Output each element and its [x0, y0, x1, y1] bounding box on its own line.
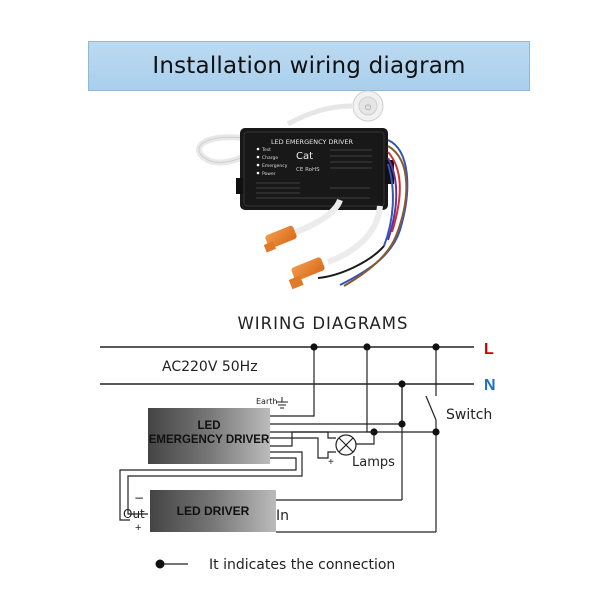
svg-text:Test: Test: [261, 147, 271, 153]
switch-label: Switch: [446, 407, 492, 423]
led-driver-box: [150, 490, 276, 532]
orange-connector-icon: [263, 225, 297, 253]
emergency-driver-label-1: LED: [198, 420, 221, 432]
connection-dot: [432, 428, 440, 436]
connection-dots: [310, 343, 440, 436]
emergency-driver-box: [148, 408, 270, 464]
lamp-plus: +: [328, 457, 334, 468]
connection-dot: [310, 343, 318, 351]
title-banner: Installation wiring diagram: [88, 41, 530, 91]
label-l: L: [484, 341, 494, 358]
product-marks: CE RoHS: [296, 167, 320, 173]
label-n: N: [484, 377, 496, 394]
sensor-button-icon: ⏻: [352, 90, 384, 122]
earth-icon: [276, 397, 288, 409]
banner-title: Installation wiring diagram: [152, 53, 466, 79]
orange-connector-icon: [288, 257, 325, 290]
product-brand: Cat: [296, 151, 313, 162]
legend-dot-icon: [155, 559, 165, 569]
legend-text: It indicates the connection: [209, 557, 395, 573]
connection-dot: [398, 420, 406, 428]
in-label: In: [276, 508, 289, 524]
lamps-label: Lamps: [352, 455, 395, 470]
lamp-icon: [335, 434, 357, 456]
connection-dot: [398, 380, 406, 388]
svg-text:Emergency: Emergency: [262, 163, 288, 169]
connection-dot: [432, 343, 440, 351]
svg-text:Power: Power: [262, 171, 276, 177]
svg-text:Charge: Charge: [262, 155, 278, 161]
supply-label: AC220V 50Hz: [162, 359, 258, 375]
product-photo: ⏻ LED EMERGENCY DRIVER Test Charge Emerg…: [196, 90, 409, 290]
svg-text:⏻: ⏻: [365, 103, 372, 112]
led-plus-label: +: [135, 522, 141, 534]
minus-label: −: [134, 491, 144, 505]
diagram-title: WIRING DIAGRAMS: [237, 314, 408, 333]
emergency-driver-label-2: EMERGENCY DRIVER: [149, 434, 270, 446]
led-driver-label: LED DRIVER: [177, 504, 250, 518]
product-title: LED EMERGENCY DRIVER: [271, 138, 354, 146]
out-label: Out: [123, 507, 145, 521]
earth-label: Earth: [256, 397, 277, 406]
